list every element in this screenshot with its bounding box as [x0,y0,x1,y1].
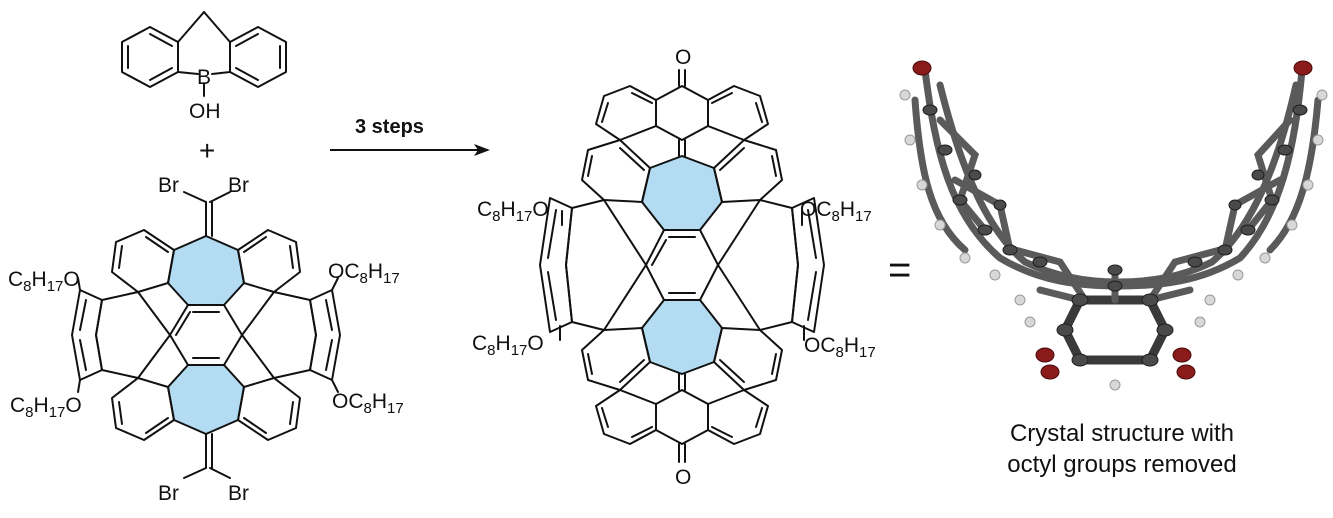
octyloxy-label-sm-upper-right: OC8H17 [328,260,400,287]
heptagon-highlight-bottom [168,365,244,434]
carbonyl-oxygen-top-label: O [675,46,691,69]
octyloxy-label-sm-upper-left: C8H17O [8,268,80,295]
octyloxy-label-product-upper-right: OC8H17 [800,198,872,225]
starting-material-bonds [71,191,341,479]
bromine-label-bottom-right: Br [228,482,249,505]
plus-sign: + [199,135,215,166]
bromine-label-top-left: Br [158,174,179,197]
hydroxyl-label: OH [189,100,221,123]
octyloxy-label-sm-lower-right: OC8H17 [332,390,404,417]
reaction-arrow-label: 3 steps [355,116,424,138]
bromine-label-top-right: Br [228,174,249,197]
oxygen-atoms [912,60,1313,380]
octyloxy-label-sm-lower-left: C8H17O [10,394,82,421]
crystal-caption-line2: octyl groups removed [1007,451,1236,478]
heptagon-highlight-product-bottom [642,300,722,374]
reaction-arrow-head [474,144,490,156]
carbon-atoms [922,104,1308,367]
carbonyl-oxygen-bottom-label: O [675,466,691,489]
crystal-structure-model [899,60,1328,391]
heptagon-highlight-product-top [642,156,722,230]
reaction-arrow: 3 steps [330,116,490,156]
hydrogen-atoms [899,89,1328,391]
boron-atom-label: B [197,66,211,89]
borinic-acid-reagent: B OH + [121,11,287,166]
starting-material: Br Br Br Br C8H17O C8H17O OC8H17 OC8H17 [8,174,404,505]
crystal-caption-line1: Crystal structure with [1010,420,1234,447]
heptagon-highlight-top [168,236,244,305]
equals-sign: = [888,248,911,292]
bromine-label-bottom-left: Br [158,482,179,505]
octyloxy-label-product-lower-right: OC8H17 [804,334,876,361]
product: O O C8H17O C8H17O OC8H17 OC8H17 [472,46,876,489]
octyloxy-label-product-lower-left: C8H17O [472,332,544,359]
reagent-bonds [121,11,287,97]
octyloxy-label-product-upper-left: C8H17O [477,198,549,225]
product-bonds [539,69,825,463]
